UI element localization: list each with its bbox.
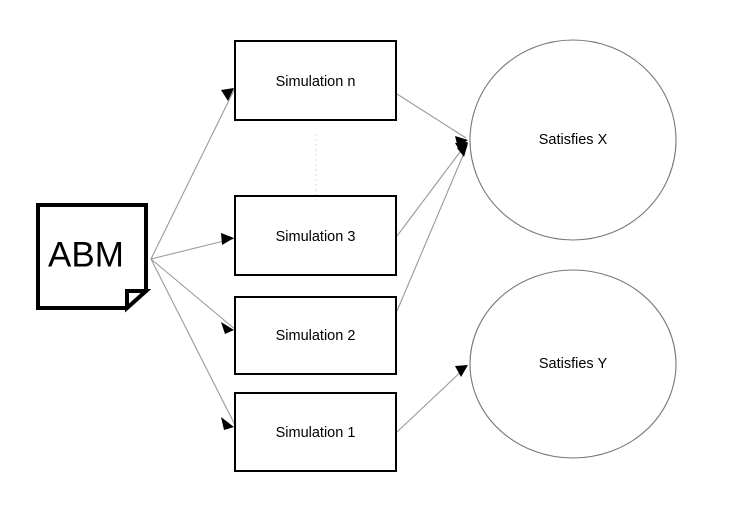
simulation-n-box-shape [234, 40, 397, 121]
edge-group-abm-to-simulations [150, 85, 237, 430]
node-satisfies-x-label: Satisfies X [539, 132, 608, 148]
node-simulation-3[interactable]: Simulation 3 [234, 195, 397, 276]
node-simulation-n-label: Simulation n [276, 74, 356, 90]
edge-simulation-2-to-satisfies-x [396, 143, 468, 312]
edge-simulation-n-to-satisfies-x [396, 93, 468, 148]
node-satisfies-y-label: Satisfies Y [539, 356, 608, 372]
simulation-1-box-shape [234, 392, 397, 472]
edge-abm-to-simulation-3 [150, 233, 237, 260]
node-simulation-3-label: Simulation 3 [276, 229, 356, 245]
node-abm-label: ABM [48, 235, 124, 274]
simulation-3-box-shape [234, 195, 397, 276]
abm-note-fold-icon [125, 289, 152, 313]
edge-simulation-3-to-satisfies-x [396, 142, 468, 237]
node-simulation-n[interactable]: Simulation n [234, 40, 397, 121]
edge-abm-to-simulation-1 [150, 258, 237, 430]
node-simulation-2-label: Simulation 2 [276, 328, 356, 344]
edge-simulation-1-to-satisfies-y [396, 365, 468, 433]
node-abm[interactable]: ABM [36, 203, 152, 313]
satisfies-x-circle-shape [469, 39, 677, 241]
edge-abm-to-simulation-2 [150, 258, 237, 334]
node-simulation-1-label: Simulation 1 [276, 425, 356, 441]
edge-group-simulations-to-outcomes [396, 93, 468, 433]
satisfies-y-circle-shape [469, 269, 677, 459]
node-satisfies-x[interactable]: Satisfies X [469, 39, 677, 241]
node-simulation-1[interactable]: Simulation 1 [234, 392, 397, 472]
simulation-2-box-shape [234, 296, 397, 375]
node-satisfies-y[interactable]: Satisfies Y [469, 269, 677, 459]
node-simulation-2[interactable]: Simulation 2 [234, 296, 397, 375]
edge-abm-to-simulation-n [150, 85, 237, 260]
